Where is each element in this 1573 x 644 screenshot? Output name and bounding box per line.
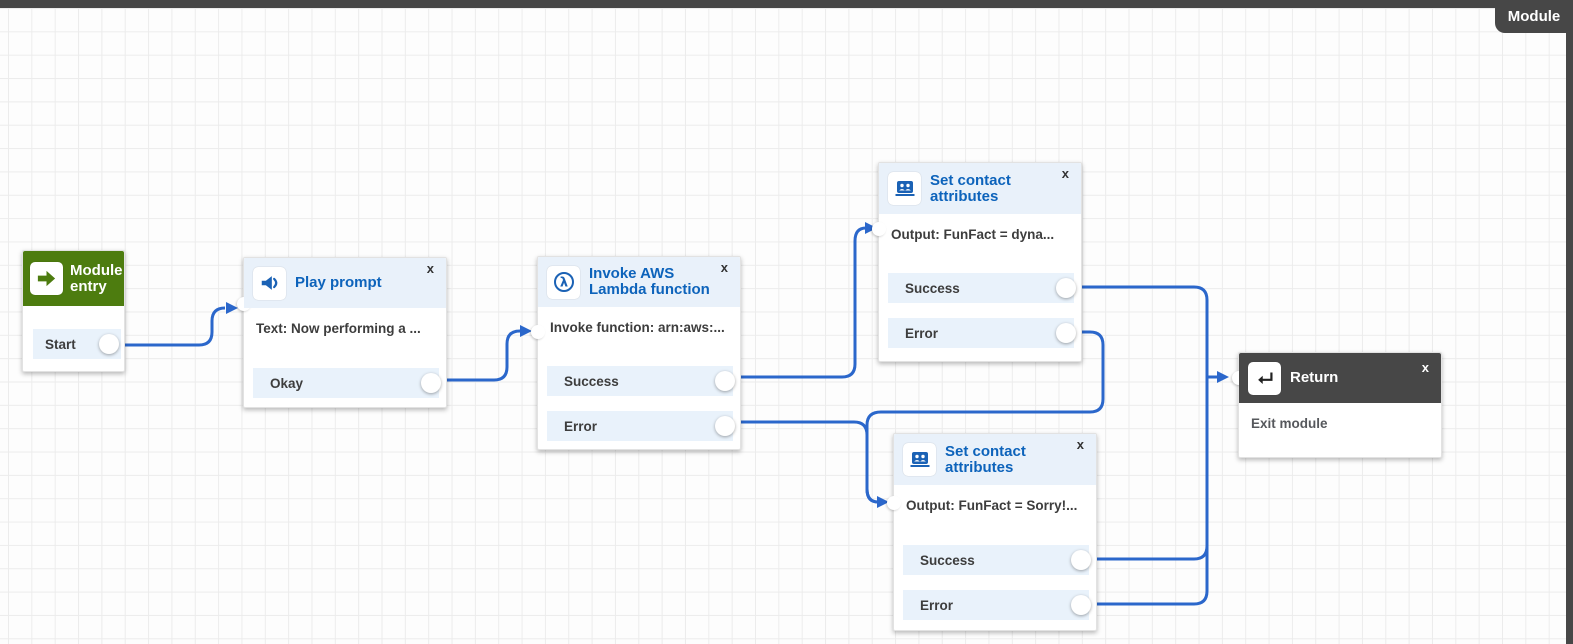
output-port[interactable] bbox=[421, 373, 441, 393]
output-port[interactable] bbox=[1056, 278, 1076, 298]
node-title: Play prompt bbox=[295, 274, 382, 291]
output-row-okay[interactable]: Okay bbox=[253, 368, 441, 398]
node-module-entry[interactable]: Module entry Start bbox=[22, 250, 125, 372]
node-title: Set contact attributes bbox=[930, 171, 1011, 205]
arrowhead bbox=[877, 496, 889, 508]
module-tab-label: Module bbox=[1507, 8, 1561, 25]
node-summary: Text: Now performing a ... bbox=[256, 321, 421, 336]
row-label: Success bbox=[920, 552, 975, 568]
lambda-icon: λ bbox=[547, 265, 580, 299]
input-port bbox=[887, 496, 901, 510]
node-summary: Exit module bbox=[1251, 416, 1328, 431]
node-title: Invoke AWS Lambda function bbox=[589, 265, 710, 298]
node-title: Return bbox=[1290, 369, 1339, 386]
svg-text:λ: λ bbox=[559, 276, 567, 291]
output-row-error[interactable]: Error bbox=[903, 590, 1091, 620]
close-icon[interactable]: x bbox=[720, 260, 728, 275]
row-label: Error bbox=[920, 597, 954, 613]
close-icon[interactable]: x bbox=[1061, 166, 1069, 181]
output-port[interactable] bbox=[715, 416, 735, 436]
wire-setattr-top-error bbox=[865, 330, 1105, 504]
close-icon[interactable]: x bbox=[1421, 360, 1429, 375]
output-port[interactable] bbox=[1056, 323, 1076, 343]
node-return[interactable]: Return x Exit module bbox=[1232, 352, 1442, 458]
output-row-success[interactable]: Success bbox=[888, 273, 1076, 303]
wire-start-to-play-prompt bbox=[110, 306, 226, 347]
output-row-success[interactable]: Success bbox=[903, 545, 1091, 575]
arrowhead bbox=[226, 302, 238, 314]
module-type-tab: Module bbox=[1495, 0, 1573, 33]
row-label: Success bbox=[564, 373, 619, 389]
close-icon[interactable]: x bbox=[426, 261, 434, 276]
arrowhead bbox=[865, 222, 877, 234]
node-summary: Output: FunFact = dyna... bbox=[891, 227, 1055, 242]
input-port bbox=[531, 325, 545, 339]
right-frame-bar bbox=[1566, 0, 1573, 644]
wire-lambda-success bbox=[727, 226, 867, 379]
contact-attributes-icon bbox=[888, 172, 921, 205]
output-row-error[interactable]: Error bbox=[888, 318, 1076, 348]
wire-setattr-bottom-error bbox=[1086, 590, 1209, 606]
speaker-icon bbox=[253, 266, 286, 300]
node-summary: Output: FunFact = Sorry!... bbox=[906, 498, 1078, 513]
node-title: Set contact attributes bbox=[945, 442, 1026, 476]
wire-setattr-bottom-success bbox=[1087, 545, 1209, 561]
wire-okay-to-lambda bbox=[432, 329, 521, 382]
row-label: Okay bbox=[270, 375, 304, 391]
wire-lambda-error bbox=[727, 420, 879, 504]
close-icon[interactable]: x bbox=[1076, 437, 1084, 452]
row-label: Success bbox=[905, 280, 960, 296]
contact-attributes-icon bbox=[903, 443, 936, 476]
output-row-start[interactable]: Start bbox=[33, 329, 121, 359]
node-invoke-lambda[interactable]: λ Invoke AWS Lambda function x Invoke fu… bbox=[531, 256, 741, 450]
node-set-contact-attributes-bottom[interactable]: Set contact attributes x Output: FunFact… bbox=[887, 433, 1097, 631]
wire-setattr-top-success bbox=[1070, 285, 1209, 591]
node-set-contact-attributes-top[interactable]: Set contact attributes x Output: FunFact… bbox=[872, 162, 1082, 362]
node-play-prompt[interactable]: Play prompt x Text: Now performing a ...… bbox=[237, 257, 447, 408]
node-title: Module entry bbox=[70, 261, 123, 295]
arrowhead bbox=[1217, 371, 1229, 383]
output-row-success[interactable]: Success bbox=[547, 366, 735, 396]
output-port[interactable] bbox=[99, 334, 119, 354]
node-summary: Invoke function: arn:aws:... bbox=[550, 320, 725, 335]
row-label: Start bbox=[45, 336, 76, 352]
output-port[interactable] bbox=[1071, 550, 1091, 570]
row-label: Error bbox=[905, 325, 939, 341]
output-port[interactable] bbox=[715, 371, 735, 391]
output-port[interactable] bbox=[1071, 595, 1091, 615]
top-frame-bar bbox=[0, 0, 1573, 8]
arrowhead bbox=[520, 325, 532, 337]
return-arrow-icon bbox=[1248, 361, 1281, 395]
enter-arrow-icon bbox=[30, 262, 63, 295]
input-port bbox=[872, 222, 886, 236]
row-label: Error bbox=[564, 418, 598, 434]
output-row-error[interactable]: Error bbox=[547, 411, 735, 441]
